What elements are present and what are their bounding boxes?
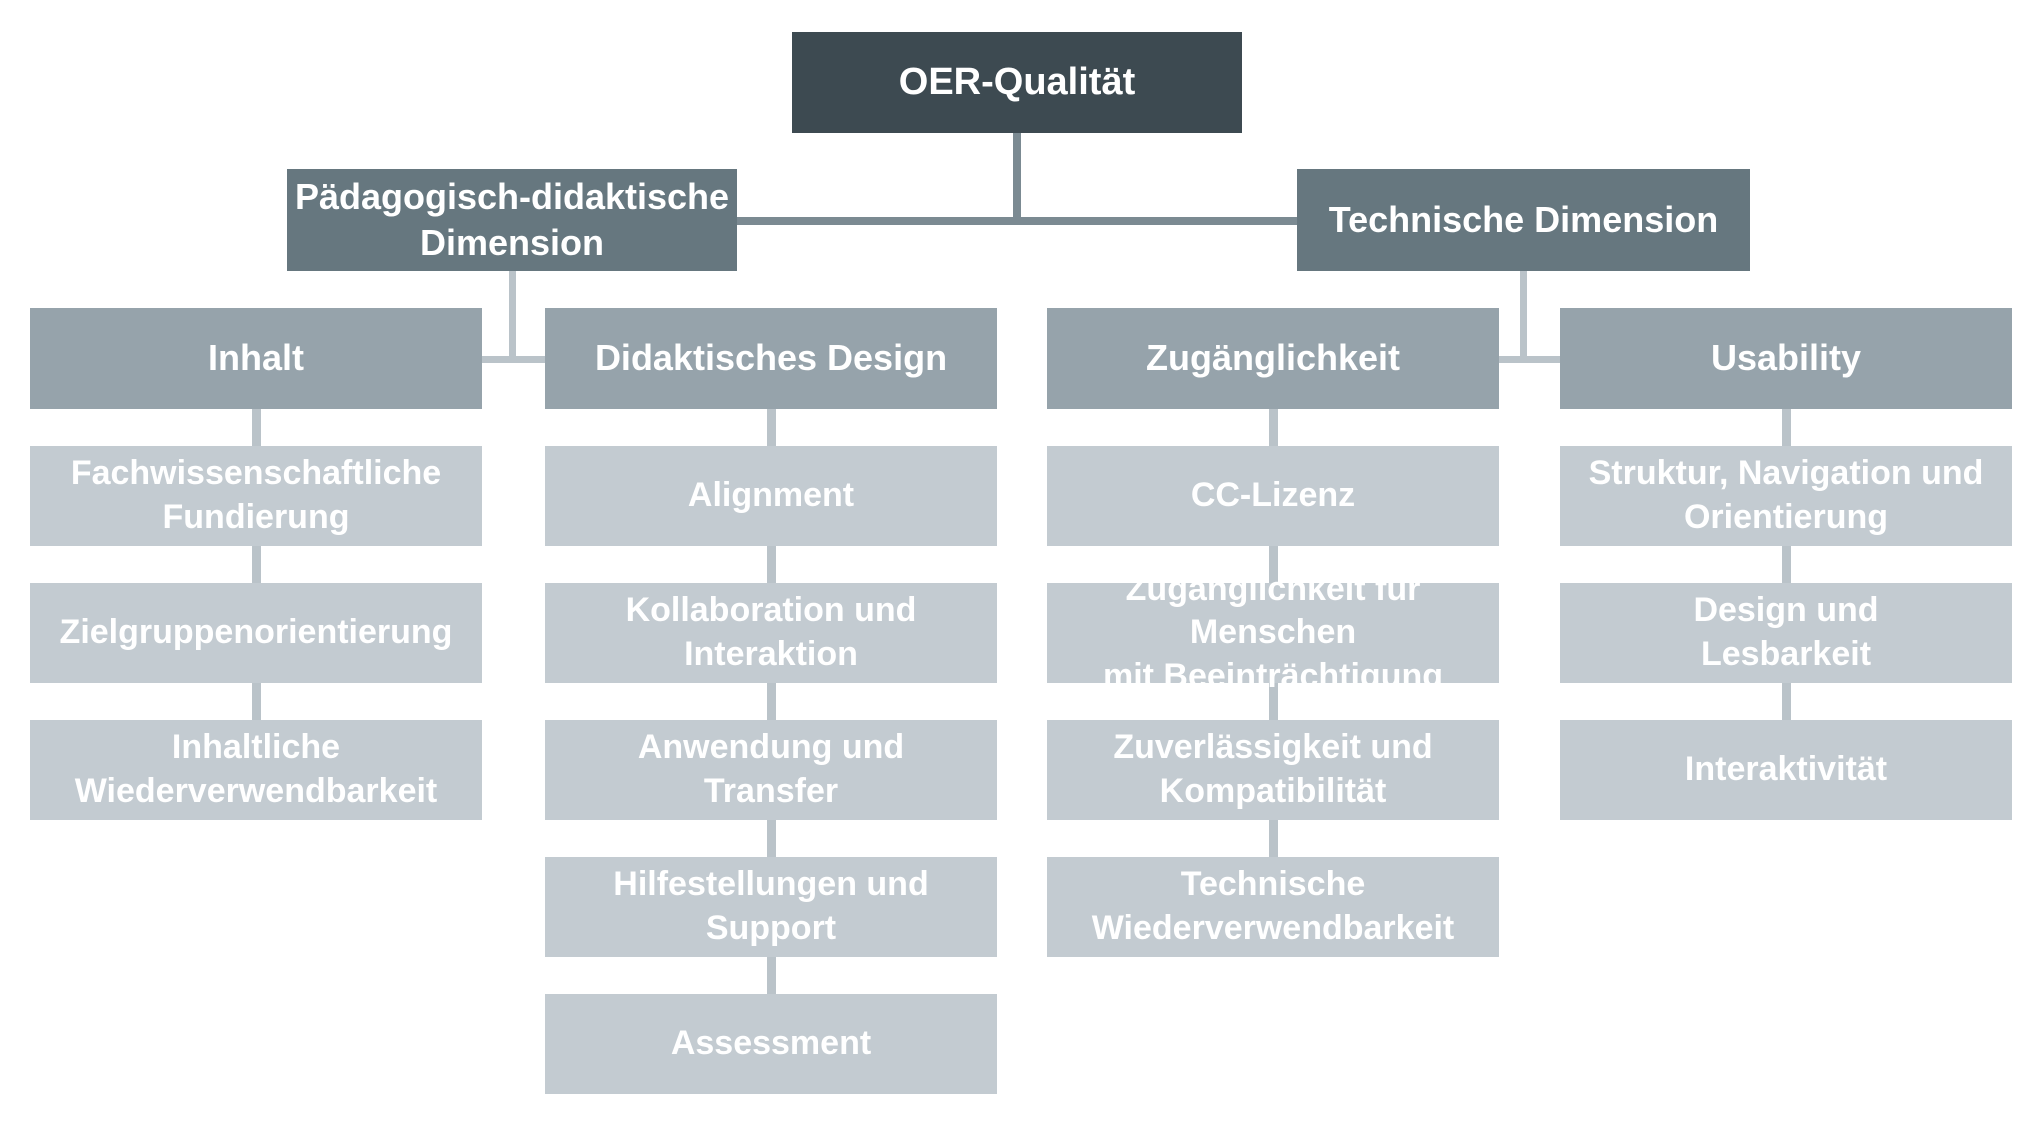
connector-right-dimension-vertical: [1520, 271, 1527, 363]
node-usability: Usability: [1560, 308, 2012, 409]
node-technische-wiederverwendbarkeit: Technische Wiederverwendbarkeit: [1047, 857, 1499, 957]
node-kollaboration-und-interaktion: Kollaboration und Interaktion: [545, 583, 997, 683]
node-assessment: Assessment: [545, 994, 997, 1094]
column-zugaenglichkeit: Zugänglichkeit CC-Lizenz Zugänglichkeit …: [1047, 308, 1499, 957]
connector-root-horizontal: [737, 217, 1297, 225]
connector-root-vertical: [1013, 133, 1021, 222]
column-connector-line: [767, 358, 776, 1044]
column-connector-line: [252, 358, 261, 770]
node-zugaenglichkeit: Zugänglichkeit: [1047, 308, 1499, 409]
node-hilfestellungen-und-support: Hilfestellungen und Support: [545, 857, 997, 957]
connector-left-dimension-horizontal: [482, 356, 545, 363]
node-oer-qualitaet: OER-Qualität: [792, 32, 1242, 133]
node-inhalt: Inhalt: [30, 308, 482, 409]
node-zugaenglichkeit-fuer-menschen: Zugänglichkeit für Menschen mit Beeinträ…: [1047, 570, 1499, 695]
node-anwendung-und-transfer: Anwendung und Transfer: [545, 720, 997, 820]
node-zuverlaessigkeit-und-kompatibilitaet: Zuverlässigkeit und Kompatibilität: [1047, 720, 1499, 820]
column-usability: Usability Struktur, Navigation und Orien…: [1560, 308, 2012, 820]
node-inhaltliche-wiederverwendbarkeit: Inhaltliche Wiederverwendbarkeit: [30, 720, 482, 820]
node-technische-dimension: Technische Dimension: [1297, 169, 1750, 271]
node-fachwissenschaftliche-fundierung: Fachwissenschaftliche Fundierung: [30, 446, 482, 546]
column-connector-line: [1782, 358, 1791, 770]
connector-right-dimension-horizontal: [1499, 356, 1560, 363]
node-zielgruppenorientierung: Zielgruppenorientierung: [30, 583, 482, 683]
column-inhalt: Inhalt Fachwissenschaftliche Fundierung …: [30, 308, 482, 820]
node-didaktisches-design: Didaktisches Design: [545, 308, 997, 409]
node-cc-lizenz: CC-Lizenz: [1047, 446, 1499, 546]
column-didaktisches-design: Didaktisches Design Alignment Kollaborat…: [545, 308, 997, 1094]
node-interaktivitaet: Interaktivität: [1560, 720, 2012, 820]
node-paedagogisch-didaktische-dimension: Pädagogisch-didaktische Dimension: [287, 169, 737, 271]
node-design-und-lesbarkeit: Design und Lesbarkeit: [1560, 583, 2012, 683]
node-struktur-navigation-orientierung: Struktur, Navigation und Orientierung: [1560, 446, 2012, 546]
connector-left-dimension-vertical: [509, 271, 516, 363]
node-alignment: Alignment: [545, 446, 997, 546]
